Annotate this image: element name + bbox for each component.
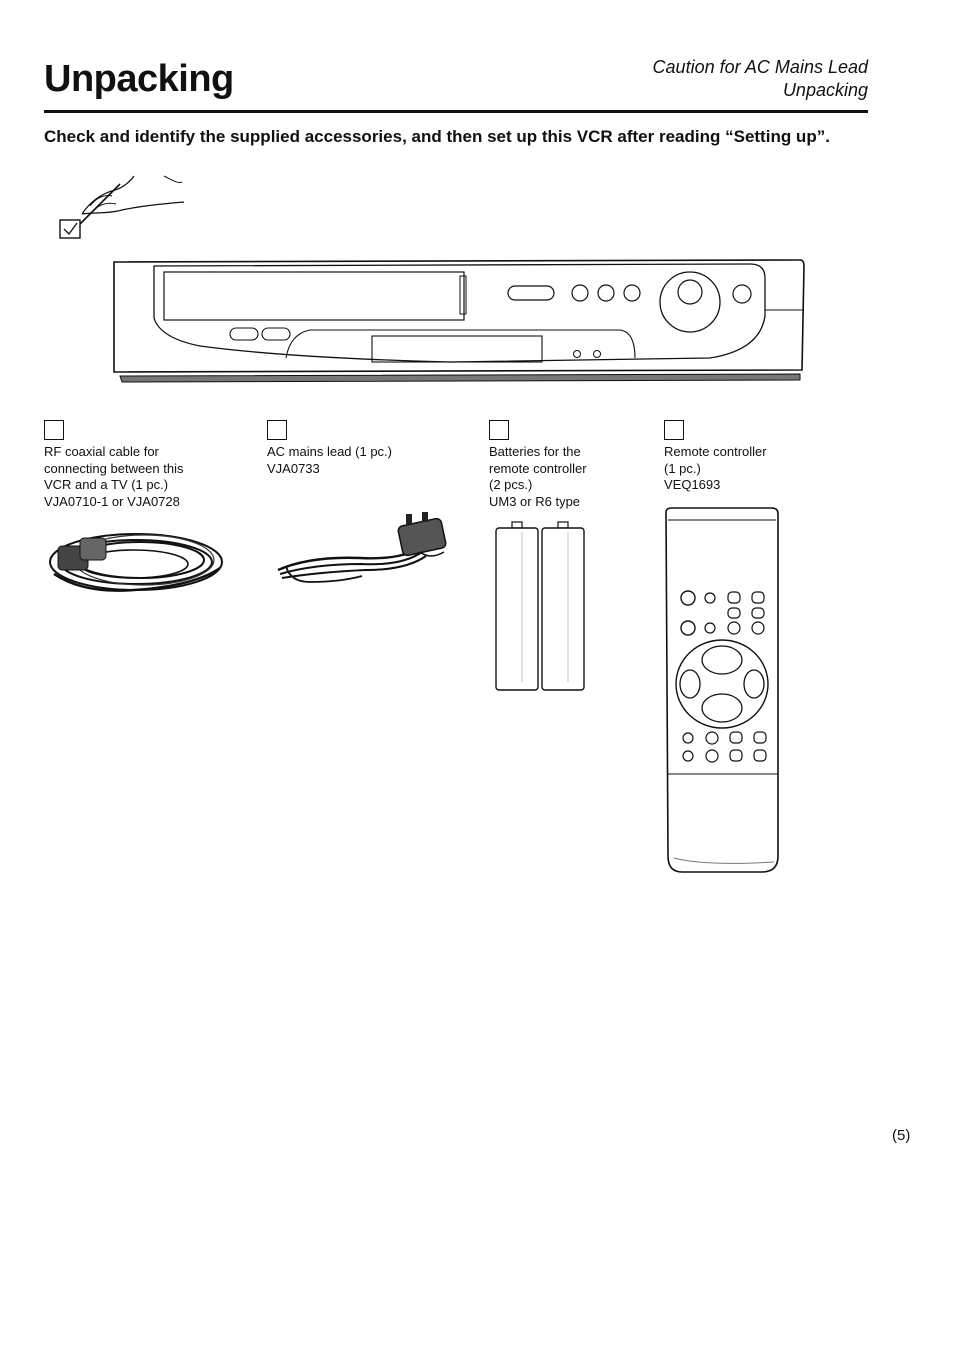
accessory-text: RF coaxial cable for <box>44 444 159 459</box>
accessory-text: (2 pcs.) <box>489 477 533 492</box>
accessory-text: remote controller <box>489 460 587 476</box>
checkbox[interactable] <box>489 420 509 440</box>
checkbox[interactable] <box>267 420 287 440</box>
page-number: (5) <box>892 1127 911 1144</box>
accessory-text: VCR and a TV (1 pc.) <box>44 477 169 492</box>
accessory-item: AC mains lead (1 pc.) VJA0733 <box>267 420 392 477</box>
intro-text: Check and identify the supplied accessor… <box>44 127 830 146</box>
page-title: Unpacking <box>44 58 234 100</box>
accessory-text: connecting between this <box>44 460 184 476</box>
accessory-item: Remote controller (1 pc.) VEQ1693 <box>664 420 767 494</box>
power-cord-icon <box>277 512 447 583</box>
remote-control-icon <box>665 507 779 873</box>
accessory-text: AC mains lead (1 pc.) <box>267 444 392 459</box>
running-head-line-2: Unpacking <box>782 80 868 100</box>
accessory-text: VEQ1693 <box>664 477 721 492</box>
running-head-line-1: Caution for AC Mains Lead <box>652 57 868 77</box>
accessory-item: Batteries for the remote controller (2 p… <box>489 420 587 510</box>
accessory-text: Batteries for the <box>489 444 581 459</box>
accessory-text: VJA0733 <box>267 460 320 476</box>
coaxial-cable-icon <box>49 533 223 592</box>
checklist-hand-icon <box>59 175 185 239</box>
battery-icon <box>495 521 585 691</box>
header-rule <box>44 110 868 113</box>
checkbox[interactable] <box>44 420 64 440</box>
accessory-text: Remote controller <box>664 444 767 459</box>
accessory-text: UM3 or R6 type <box>489 493 581 509</box>
accessory-text: (1 pc.) <box>664 460 701 476</box>
accessory-text: VJA0710-1 or VJA0728 <box>44 493 180 509</box>
vcr-illustration <box>113 259 805 383</box>
accessory-item: RF coaxial cable for connecting between … <box>44 420 183 510</box>
running-head: Caution for AC Mains Lead Unpacking <box>653 56 868 102</box>
checkbox[interactable] <box>664 420 684 440</box>
